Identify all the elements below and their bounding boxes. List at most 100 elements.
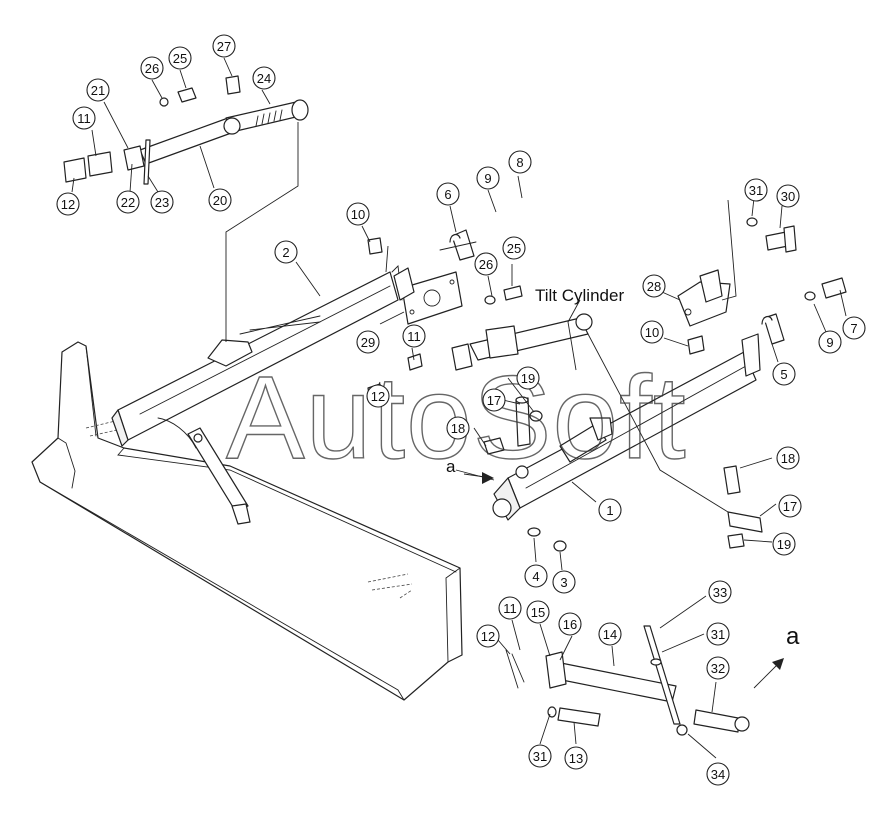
callout-circle <box>252 66 276 90</box>
callout-number: 24 <box>257 71 271 86</box>
callout-number: 22 <box>121 195 135 210</box>
callout-number: 16 <box>563 617 577 632</box>
callout-circle <box>474 252 498 276</box>
callout-1: 1 <box>598 498 622 522</box>
callout-31: 31 <box>744 178 768 202</box>
callout-19: 19 <box>516 366 540 390</box>
left-strut <box>187 427 251 525</box>
callout-number: 19 <box>521 371 535 386</box>
callout-14: 14 <box>598 622 622 646</box>
callout-circle <box>208 188 232 212</box>
callout-number: 11 <box>503 601 517 616</box>
callout-13: 13 <box>564 746 588 770</box>
tilt-cylinder-label: Tilt Cylinder <box>535 286 624 305</box>
callout-circle <box>366 384 390 408</box>
tilt-rod-assembly <box>123 75 309 185</box>
hardware-center <box>367 237 567 552</box>
callout-circle <box>706 622 730 646</box>
callout-number: 18 <box>451 421 465 436</box>
callout-number: 26 <box>479 257 493 272</box>
callout-circle <box>116 190 140 214</box>
callout-number: 9 <box>484 171 491 186</box>
callout-number: 18 <box>781 451 795 466</box>
callout-32: 32 <box>706 656 730 680</box>
callout-11: 11 <box>402 324 426 348</box>
hardware-right <box>687 217 847 549</box>
callout-circle <box>476 624 500 648</box>
view-a-arrow-label: a <box>446 457 456 476</box>
callout-number: 2 <box>282 245 289 260</box>
callout-number: 33 <box>713 585 727 600</box>
callout-number: 10 <box>645 325 659 340</box>
callout-number: 1 <box>606 503 613 518</box>
callout-23: 23 <box>150 190 174 214</box>
callout-number: 14 <box>603 627 617 642</box>
callout-5: 5 <box>772 362 796 386</box>
callout-number: 25 <box>173 51 187 66</box>
callout-19: 19 <box>772 532 796 556</box>
brace-14 <box>505 625 750 736</box>
callout-28: 28 <box>642 274 666 298</box>
callout-circle <box>598 498 622 522</box>
callout-circle <box>776 184 800 208</box>
callout-circle <box>818 330 842 354</box>
callout-12: 12 <box>56 192 80 216</box>
callout-27: 27 <box>212 34 236 58</box>
callout-31: 31 <box>528 744 552 768</box>
leader-lines <box>71 57 847 759</box>
callout-circle <box>502 236 526 260</box>
callout-12: 12 <box>476 624 500 648</box>
callout-number: 30 <box>781 189 795 204</box>
callout-circle <box>558 612 582 636</box>
callout-circle <box>212 34 236 58</box>
callout-number: 31 <box>711 627 725 642</box>
callout-number: 7 <box>850 321 857 336</box>
callout-circle <box>168 46 192 70</box>
callout-number: 9 <box>826 335 833 350</box>
callout-circle <box>640 320 664 344</box>
push-arm-left <box>111 265 403 449</box>
callout-3: 3 <box>552 570 576 594</box>
callout-circle <box>516 366 540 390</box>
callout-circle <box>508 150 532 174</box>
callout-circle <box>598 622 622 646</box>
callout-26: 26 <box>140 56 164 80</box>
callout-25: 25 <box>502 236 526 260</box>
callout-circle <box>706 656 730 680</box>
callout-18: 18 <box>776 446 800 470</box>
bracket-28 <box>677 269 731 327</box>
callout-number: 34 <box>711 767 725 782</box>
callout-25: 25 <box>168 46 192 70</box>
callout-31: 31 <box>706 622 730 646</box>
callout-circle <box>482 388 506 412</box>
callout-10: 10 <box>346 202 370 226</box>
callout-number: 32 <box>711 661 725 676</box>
callout-circle <box>524 564 548 588</box>
callout-number: 12 <box>371 389 385 404</box>
callout-number: 27 <box>217 39 231 54</box>
tilt-cylinder <box>451 313 593 447</box>
callout-number: 6 <box>444 187 451 202</box>
callout-circle <box>642 274 666 298</box>
callout-number: 11 <box>407 329 421 344</box>
callout-number: 17 <box>487 393 501 408</box>
callout-circle <box>72 106 96 130</box>
callout-20: 20 <box>208 188 232 212</box>
callout-circle <box>346 202 370 226</box>
callout-7: 7 <box>842 316 866 340</box>
callout-30: 30 <box>776 184 800 208</box>
callout-circle <box>776 446 800 470</box>
callout-circle <box>436 182 460 206</box>
callout-16: 16 <box>558 612 582 636</box>
cap-6 <box>439 229 477 261</box>
callout-circle <box>744 178 768 202</box>
callout-number: 3 <box>560 575 567 590</box>
callout-26: 26 <box>474 252 498 276</box>
callout-number: 4 <box>532 569 539 584</box>
callout-24: 24 <box>252 66 276 90</box>
callout-number: 19 <box>777 537 791 552</box>
callout-number: 28 <box>647 279 661 294</box>
callout-circle <box>498 596 522 620</box>
